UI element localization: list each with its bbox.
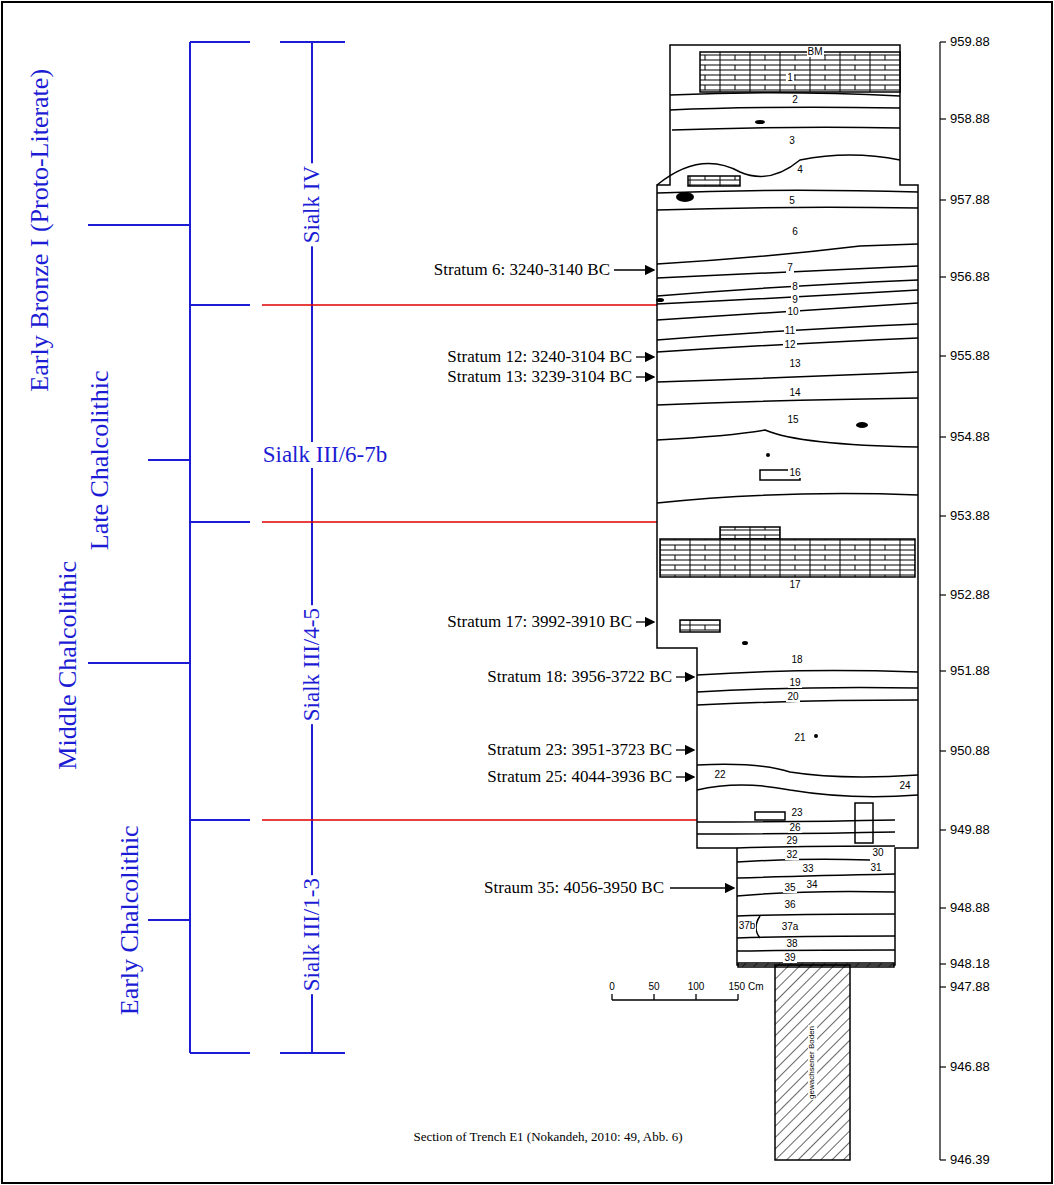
stratum-number: 38 [785, 939, 798, 949]
date-label: Stratum 17: 3992-3910 BC [447, 613, 632, 632]
stratum-number: 16 [788, 468, 801, 478]
scale-label: 150 Cm [728, 981, 763, 992]
period-label: Early Bronze I (Proto-Literate) [26, 66, 55, 395]
stratum-number: 33 [801, 864, 814, 874]
elevation-label: 952.88 [950, 588, 990, 602]
elevation-label: 948.88 [950, 901, 990, 915]
date-label: Stratum 6: 3240-3140 BC [434, 261, 610, 280]
phase-label: Sialk III/1-3 [299, 875, 324, 994]
elevation-label: 951.88 [950, 664, 990, 678]
scale-label: 100 [688, 981, 705, 992]
stratum-number: 37a [781, 922, 800, 932]
stratum-number: 9 [791, 295, 799, 305]
period-label: Middle Chalcolithic [54, 558, 83, 773]
caption: Section of Trench E1 (Nokandeh, 2010: 49… [413, 1130, 682, 1144]
elevation-label: 955.88 [950, 349, 990, 363]
date-label: Straum 35: 4056-3950 BC [484, 879, 664, 898]
stratum-number: 3 [788, 136, 796, 146]
stratum-number: 24 [898, 781, 911, 791]
stratum-number: 30 [871, 848, 884, 858]
elevation-label: 948.18 [950, 957, 990, 971]
stratum-number: 18 [790, 655, 803, 665]
elevation-label: 953.88 [950, 509, 990, 523]
stratum-number: BM [807, 47, 824, 57]
stratum-number: 22 [713, 770, 726, 780]
stratum-number: 10 [786, 307, 799, 317]
elevation-label: 946.39 [950, 1153, 990, 1167]
stratum-number: 14 [788, 388, 801, 398]
stratum-number: 23 [790, 808, 803, 818]
scale-label: 50 [648, 981, 659, 992]
elevation-label: 949.88 [950, 823, 990, 837]
stratum-number: 34 [805, 880, 818, 890]
stratum-number: 6 [791, 227, 799, 237]
stratum-number: 7 [786, 263, 794, 273]
date-label: Stratum 12: 3240-3104 BC [447, 348, 632, 367]
stratum-number: 5 [788, 196, 796, 206]
stratum-number: 26 [788, 823, 801, 833]
stratum-number: 15 [786, 415, 799, 425]
scale-label: 0 [609, 981, 615, 992]
phase-label: Sialk III/6-7b [260, 442, 391, 467]
date-label: Stratum 23: 3951-3723 BC [487, 741, 672, 760]
stratum-number: 32 [785, 850, 798, 860]
stratum-number: 8 [791, 282, 799, 292]
soil-label: gewachsener Boden [808, 1025, 817, 1100]
stratum-number: 4 [796, 165, 804, 175]
stratum-number: 31 [869, 863, 882, 873]
elevation-label: 957.88 [950, 193, 990, 207]
elevation-label: 958.88 [950, 112, 990, 126]
stratum-number: 13 [788, 359, 801, 369]
stratum-number: 35 [783, 883, 796, 893]
period-label: Late Chalcolithic [86, 367, 115, 553]
stratum-number: 2 [791, 95, 799, 105]
stratum-number: 19 [788, 678, 801, 688]
stratum-number: 39 [783, 953, 796, 963]
stratum-number: 20 [786, 692, 799, 702]
stratum-number: 36 [783, 900, 796, 910]
phase-label: Sialk III/4-5 [299, 605, 324, 724]
phase-label: Sialk IV [299, 163, 324, 246]
period-label: Early Chalcolithic [116, 822, 145, 1018]
stratum-number: 17 [788, 580, 801, 590]
stratum-number: 21 [793, 733, 806, 743]
elevation-label: 954.88 [950, 430, 990, 444]
elevation-label: 959.88 [950, 35, 990, 49]
elevation-label: 950.88 [950, 744, 990, 758]
stratum-number: 29 [785, 836, 798, 846]
stratum-number: 37b [738, 921, 757, 931]
stratum-number: 1 [786, 73, 794, 83]
elevation-label: 956.88 [950, 270, 990, 284]
date-label: Stratum 18: 3956-3722 BC [487, 668, 672, 687]
stratum-number: 11 [784, 326, 796, 336]
date-label: Stratum 13: 3239-3104 BC [447, 368, 632, 387]
elevation-label: 947.88 [950, 980, 990, 994]
elevation-label: 946.88 [950, 1060, 990, 1074]
date-label: Stratum 25: 4044-3936 BC [487, 768, 672, 787]
stratum-number: 12 [783, 340, 796, 350]
